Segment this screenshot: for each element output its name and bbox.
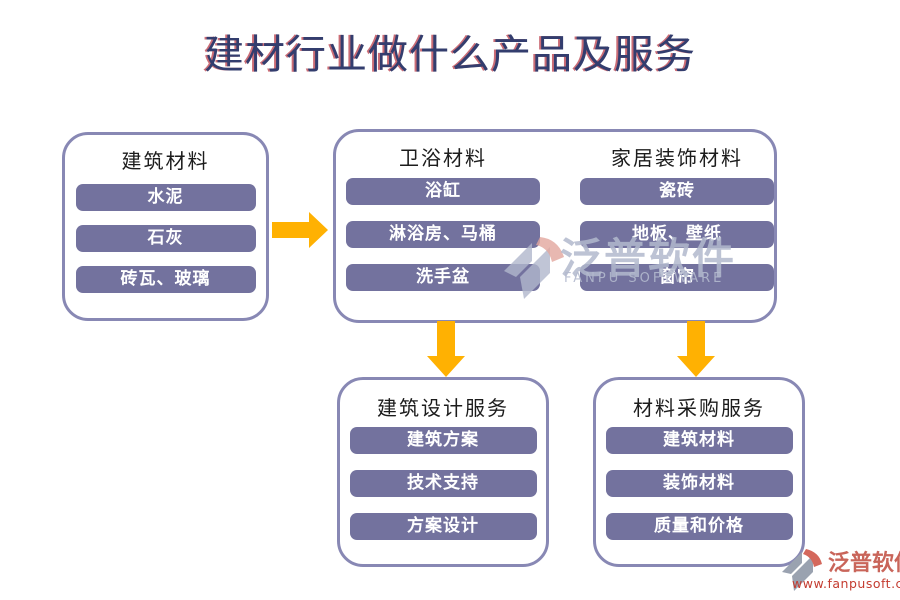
item-list: 浴缸 淋浴房、马桶 洗手盆 [346,178,540,291]
fanpu-logo-icon [782,549,822,591]
item-pill: 窗帘 [580,264,774,291]
item-pill: 地板、壁纸 [580,221,774,248]
brand-website-text: www.fanpusoft.com [792,576,900,591]
group-header-architectural-design-services: 建筑设计服务 [377,396,509,420]
item-pill: 洗手盆 [346,264,540,291]
item-pill: 瓷砖 [580,178,774,205]
item-pill: 方案设计 [349,513,537,540]
box-building-materials: 建筑材料 水泥 石灰 砖瓦、玻璃 [62,132,269,321]
group-header-building-materials: 建筑材料 [121,149,210,173]
column-home-decoration-materials: 家居装饰材料 瓷砖 地板、壁纸 窗帘 [580,132,774,291]
item-pill: 淋浴房、马桶 [346,221,540,248]
item-list: 瓷砖 地板、壁纸 窗帘 [580,178,774,291]
box-products: 卫浴材料 浴缸 淋浴房、马桶 洗手盆 家居装饰材料 瓷砖 地板、壁纸 窗帘 [333,129,777,323]
column-bathroom-materials: 卫浴材料 浴缸 淋浴房、马桶 洗手盆 [346,132,540,291]
item-list: 水泥 石灰 砖瓦、玻璃 [65,184,266,293]
brand-logo-text: 泛普软件 [828,551,900,576]
brand-logo: 泛普软件 www.fanpusoft.com [778,543,900,595]
group-header-home-decoration-materials: 家居装饰材料 [611,146,743,170]
arrow-down-icon [427,321,465,377]
item-pill: 装饰材料 [605,470,793,497]
item-pill: 质量和价格 [605,513,793,540]
arrow-down-icon [677,321,715,377]
item-list: 建筑材料 装饰材料 质量和价格 [596,427,802,540]
diagram-title: 建材行业做什么产品及服务 [204,32,696,78]
item-pill: 建筑方案 [349,427,537,454]
item-pill: 技术支持 [349,470,537,497]
item-pill: 水泥 [75,184,256,211]
group-header-bathroom-materials: 卫浴材料 [399,146,487,170]
group-header-material-procurement-services: 材料采购服务 [633,396,765,420]
box-architectural-design-services: 建筑设计服务 建筑方案 技术支持 方案设计 [337,377,549,567]
arrow-right-icon [272,212,328,248]
item-pill: 建筑材料 [605,427,793,454]
item-pill: 浴缸 [346,178,540,205]
box-material-procurement-services: 材料采购服务 建筑材料 装饰材料 质量和价格 [593,377,805,567]
item-pill: 石灰 [75,225,256,252]
item-list: 建筑方案 技术支持 方案设计 [340,427,546,540]
item-pill: 砖瓦、玻璃 [75,266,256,293]
